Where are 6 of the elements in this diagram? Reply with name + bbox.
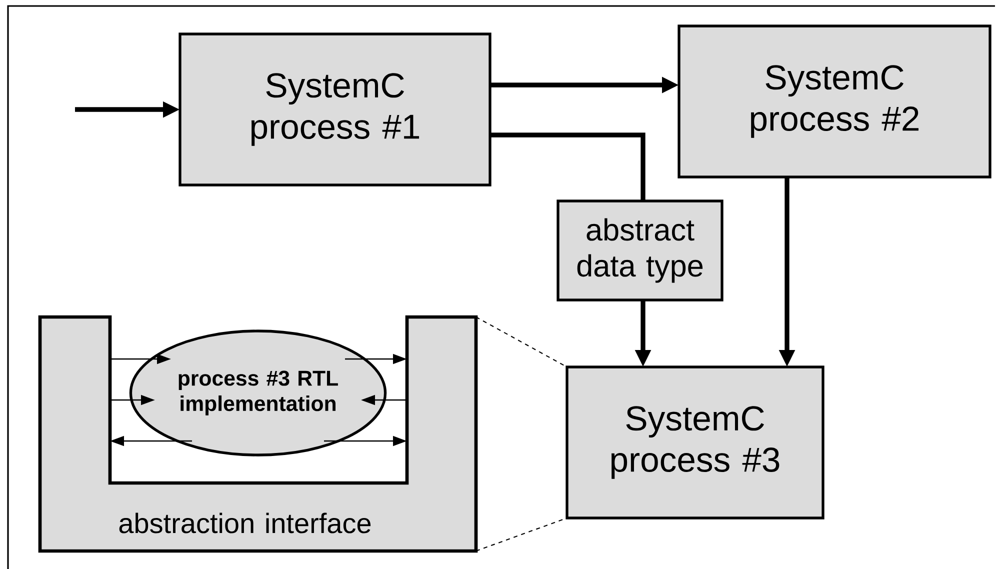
process-box: SystemC process #2 xyxy=(678,24,992,178)
connector-line xyxy=(476,518,568,552)
process-box: SystemC process #1 xyxy=(178,32,492,186)
process-box: SystemC process #3 xyxy=(566,366,824,520)
connector-line xyxy=(490,132,646,201)
process-box: abstract data type xyxy=(556,200,724,302)
